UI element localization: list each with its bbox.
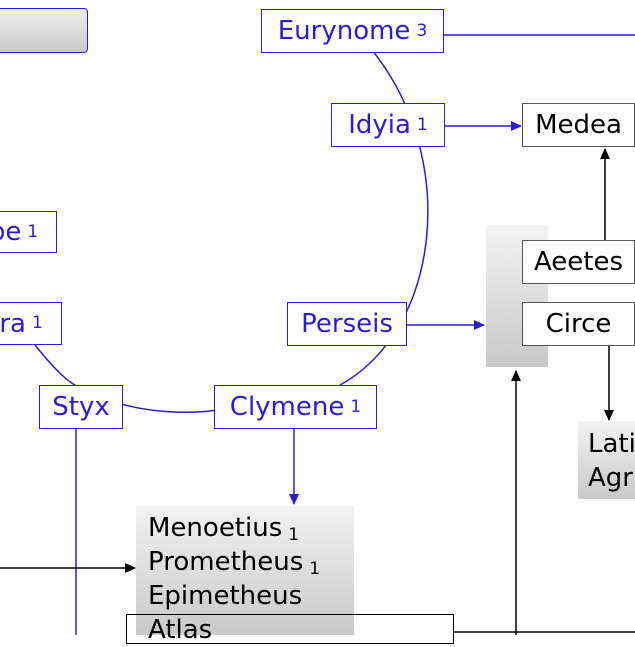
node-clymene-label: Clymene bbox=[229, 392, 345, 422]
node-circe-label: Circe bbox=[545, 309, 612, 339]
clymene-children-group bbox=[136, 506, 354, 635]
node-styx[interactable]: Styx bbox=[39, 385, 123, 429]
oceanid-circle-right bbox=[339, 49, 429, 386]
node-tra-label: tra bbox=[0, 308, 26, 339]
child-item-epimetheus: Epimetheus bbox=[148, 579, 302, 613]
node-pe-sub: 1 bbox=[27, 221, 39, 242]
node-idyia-label: Idyia bbox=[348, 110, 411, 140]
node-aeetes-label: Aeetes bbox=[533, 247, 624, 277]
node-clymene-sub: 1 bbox=[350, 396, 362, 417]
node-eurynome-sub: 3 bbox=[416, 20, 428, 41]
child-item-prometheus-sub: 1 bbox=[309, 559, 321, 579]
node-aeetes[interactable]: Aeetes bbox=[522, 240, 635, 284]
child-item-menoetius-sub: 1 bbox=[288, 525, 300, 545]
node-circe[interactable]: Circe bbox=[522, 302, 635, 346]
node-perseis[interactable]: Perseis bbox=[287, 302, 407, 346]
latinus-item-0: Lati bbox=[588, 429, 635, 459]
node-pe[interactable]: pe1 bbox=[0, 211, 57, 253]
offscreen-group-box bbox=[0, 8, 88, 53]
node-perseis-label: Perseis bbox=[301, 309, 393, 339]
child-item-prometheus-label: Prometheus bbox=[148, 547, 304, 577]
oceanid-circle-left bbox=[34, 344, 86, 391]
oceanid-circle-bottom bbox=[114, 401, 231, 414]
latinus-group bbox=[578, 421, 635, 499]
node-tra-sub: 1 bbox=[32, 313, 43, 333]
node-medea[interactable]: Medea bbox=[522, 103, 635, 147]
node-idyia-sub: 1 bbox=[416, 114, 428, 135]
child-item-menoetius-label: Menoetius bbox=[148, 513, 283, 543]
node-tra[interactable]: tra 1 bbox=[0, 302, 62, 345]
node-medea-label: Medea bbox=[535, 110, 622, 140]
latinus-item-1: Agr bbox=[588, 463, 633, 493]
node-pe-label: pe bbox=[0, 217, 22, 247]
child-item-epimetheus-label: Epimetheus bbox=[148, 581, 303, 611]
bottom-overlay-box bbox=[126, 614, 454, 644]
node-styx-label: Styx bbox=[52, 392, 110, 422]
node-eurynome-label: Eurynome bbox=[277, 16, 411, 46]
